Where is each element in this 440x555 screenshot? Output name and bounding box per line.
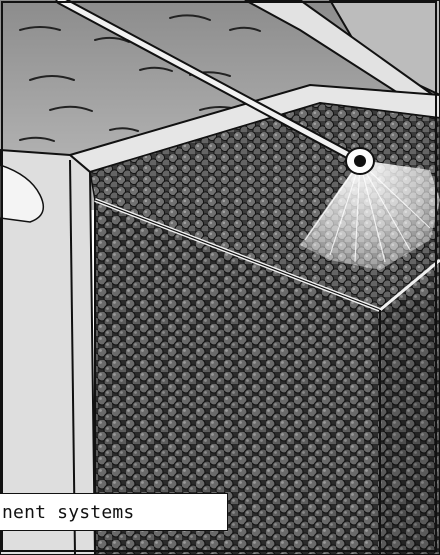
nozzle-icon	[346, 148, 374, 174]
caption-label: nent systems	[0, 493, 228, 531]
caption-text: nent systems	[2, 502, 134, 523]
